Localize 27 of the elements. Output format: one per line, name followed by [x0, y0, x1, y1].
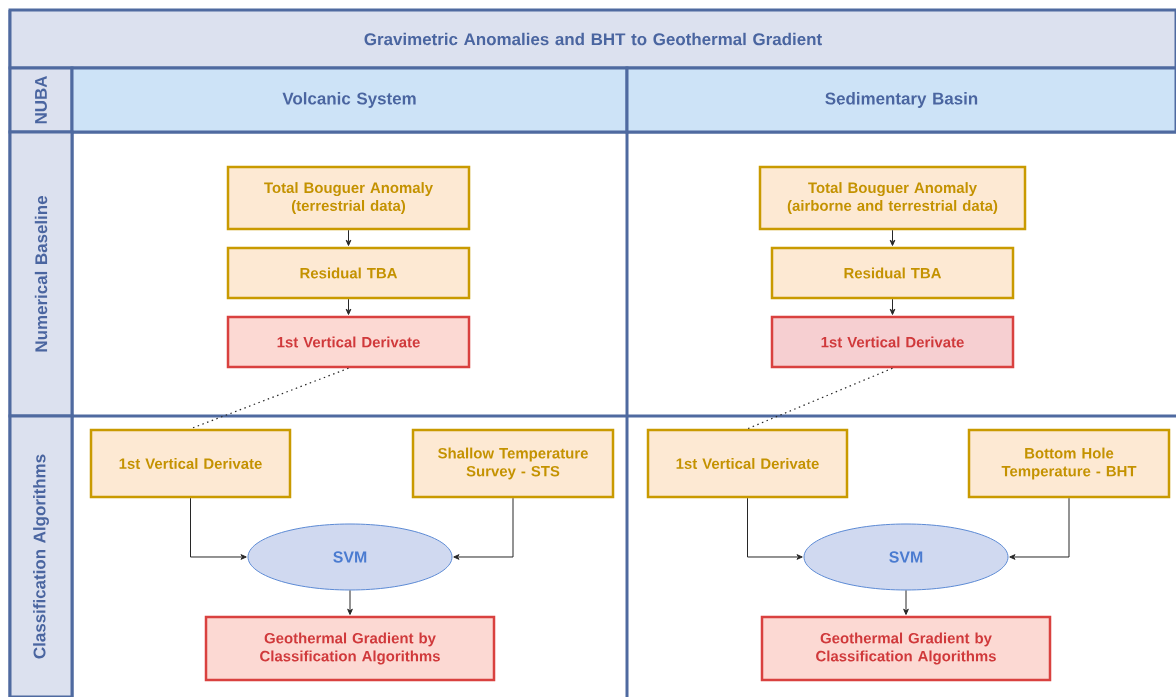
process-box: Total Bouguer Anomaly (airborne and terrestrial data)	[758, 165, 1027, 231]
process-box: 1st Vertical Derivate	[646, 428, 849, 499]
row-header: NUBA	[8, 66, 74, 134]
arrow	[190, 497, 247, 560]
result-box: 1st Vertical Derivate	[770, 315, 1015, 369]
arrow	[345, 229, 352, 246]
process-box: Residual TBA	[226, 246, 471, 300]
result-box: Geothermal Gradient by Classification Algorithms	[760, 615, 1052, 682]
arrow	[903, 590, 909, 615]
column-header: Volcanic System	[70, 66, 629, 134]
result-box: 1st Vertical Derivate	[226, 315, 471, 369]
process-box: Total Bouguer Anomaly (terrestrial data)	[226, 165, 471, 231]
arrow	[453, 497, 514, 560]
process-box: 1st Vertical Derivate	[89, 428, 292, 499]
arrow	[747, 497, 803, 560]
arrow	[889, 229, 896, 246]
process-box: Shallow Temperature Survey - STS	[411, 428, 615, 499]
column-header: Sedimentary Basin	[625, 66, 1176, 134]
result-box: Geothermal Gradient by Classification Algorithms	[204, 615, 496, 682]
connector-line	[746, 367, 894, 430]
arrow	[1009, 497, 1070, 560]
row-header: Classification Algorithms	[8, 414, 74, 697]
arrow	[345, 298, 352, 315]
process-box: Bottom Hole Temperature - BHT	[967, 428, 1171, 499]
process-box: Residual TBA	[770, 246, 1015, 300]
arrow	[347, 590, 353, 615]
arrow	[889, 298, 896, 315]
